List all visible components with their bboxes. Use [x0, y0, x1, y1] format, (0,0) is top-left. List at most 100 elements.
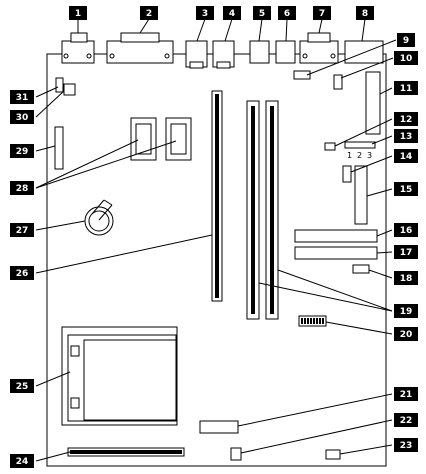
- callout-14-label: 14: [400, 152, 413, 162]
- callout-26-label: 26: [16, 269, 29, 279]
- callout-26: 26: [10, 266, 34, 280]
- callout-23-label: 23: [400, 441, 413, 451]
- callout-27-label: 27: [16, 226, 29, 236]
- component-10: [333, 74, 343, 90]
- callout-3-label: 3: [202, 9, 208, 19]
- jumper-13: 1 2 3: [344, 141, 376, 160]
- callout-23: 23: [394, 438, 418, 452]
- callout-10-label: 10: [400, 54, 413, 64]
- jumper-pin-2-label: 2: [357, 151, 362, 160]
- callout-18: 18: [394, 271, 418, 285]
- battery-27: [84, 199, 114, 236]
- callout-31-label: 31: [16, 93, 29, 103]
- callout-5-label: 5: [259, 9, 265, 19]
- component-20: [298, 315, 327, 327]
- callout-2: 2: [140, 6, 158, 20]
- leader-lines: [35, 18, 397, 462]
- connector-17: [294, 246, 378, 260]
- component-15: [354, 165, 368, 225]
- component-21: [199, 420, 239, 434]
- callout-9: 9: [397, 33, 415, 47]
- component-12: [324, 142, 336, 151]
- callout-18-label: 18: [400, 274, 413, 284]
- callout-25: 25: [10, 379, 34, 393]
- callout-15-label: 15: [400, 185, 413, 195]
- component-18: [352, 264, 370, 274]
- slot-26: [211, 90, 223, 302]
- component-9: [293, 70, 311, 80]
- rear-connector-7: [299, 32, 339, 64]
- component-22: [230, 447, 242, 461]
- jumper-pin-1-label: 1: [347, 151, 352, 160]
- callout-20-label: 20: [400, 330, 413, 340]
- callout-11: 11: [394, 81, 418, 95]
- callout-6: 6: [278, 6, 296, 20]
- callout-15: 15: [394, 182, 418, 196]
- callout-22: 22: [394, 413, 418, 427]
- callout-3: 3: [196, 6, 214, 20]
- callout-1-label: 1: [75, 9, 81, 19]
- rear-connector-2: [106, 32, 174, 64]
- callout-21: 21: [394, 387, 418, 401]
- callout-7-label: 7: [319, 9, 325, 19]
- rear-connector-8: [344, 40, 384, 64]
- callout-2-label: 2: [146, 9, 152, 19]
- callout-19: 19: [394, 304, 418, 318]
- callout-22-label: 22: [400, 416, 413, 426]
- callout-29: 29: [10, 144, 34, 158]
- callout-19-label: 19: [400, 307, 413, 317]
- callout-1: 1: [69, 6, 87, 20]
- component-23: [325, 449, 341, 460]
- component-14: [342, 165, 352, 183]
- callout-7: 7: [313, 6, 331, 20]
- rear-connector-3: [185, 40, 208, 69]
- callout-27: 27: [10, 223, 34, 237]
- callout-12-label: 12: [400, 115, 413, 125]
- memory-slot-19-right: [265, 100, 279, 320]
- rear-connector-1: [61, 32, 95, 64]
- callout-30: 30: [10, 110, 34, 124]
- component-29: [54, 126, 64, 170]
- callout-28: 28: [10, 181, 34, 195]
- callout-4: 4: [223, 6, 241, 20]
- component-30: [63, 83, 76, 96]
- callout-13: 13: [394, 129, 418, 143]
- connector-24: [67, 447, 185, 457]
- rear-connector-6: [275, 40, 296, 64]
- chip-28-right: [165, 117, 192, 161]
- callout-17: 17: [394, 245, 418, 259]
- callout-12: 12: [394, 112, 418, 126]
- memory-slot-19-left: [246, 100, 260, 320]
- rear-connector-5: [249, 40, 270, 64]
- chip-28-left: [130, 117, 157, 161]
- callout-25-label: 25: [16, 382, 29, 392]
- callout-8-label: 8: [362, 9, 368, 19]
- callout-30-label: 30: [16, 113, 29, 123]
- connector-16: [294, 229, 378, 243]
- callout-16-label: 16: [400, 226, 413, 236]
- component-31: [55, 77, 64, 93]
- callout-31: 31: [10, 90, 34, 104]
- callout-6-label: 6: [284, 9, 290, 19]
- callout-14: 14: [394, 149, 418, 163]
- callout-4-label: 4: [229, 9, 235, 19]
- component-11: [365, 71, 381, 135]
- callout-9-label: 9: [403, 36, 409, 46]
- callout-20: 20: [394, 327, 418, 341]
- callout-13-label: 13: [400, 132, 413, 142]
- processor-socket-25: [61, 326, 178, 426]
- callout-24-label: 24: [16, 457, 29, 467]
- callout-21-label: 21: [400, 390, 413, 400]
- jumper-pin-3-label: 3: [367, 151, 372, 160]
- callout-29-label: 29: [16, 147, 29, 157]
- callout-16: 16: [394, 223, 418, 237]
- callout-8: 8: [356, 6, 374, 20]
- callout-10: 10: [394, 51, 418, 65]
- callout-11-label: 11: [400, 84, 413, 94]
- callout-5: 5: [253, 6, 271, 20]
- rear-connector-4: [212, 40, 235, 69]
- callout-24: 24: [10, 454, 34, 468]
- callout-17-label: 17: [400, 248, 413, 258]
- callout-28-label: 28: [16, 184, 29, 194]
